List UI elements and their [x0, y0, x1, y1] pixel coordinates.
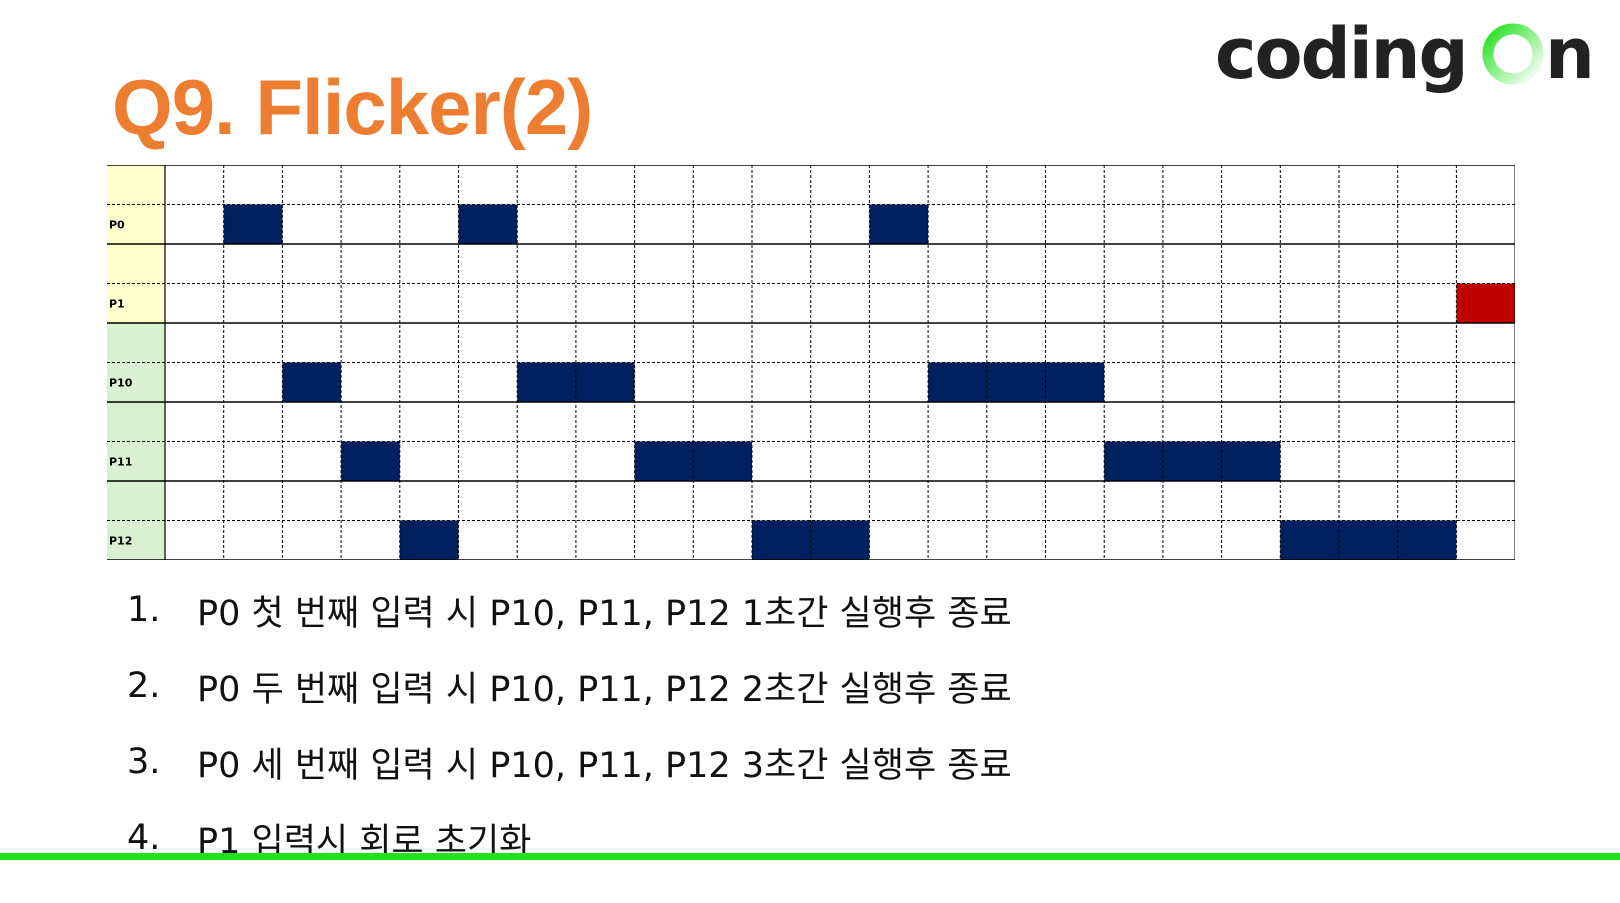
- channel-label-bg: [107, 244, 165, 323]
- signal-bar: [928, 362, 1105, 402]
- logo-graphic: coding n: [1215, 13, 1595, 95]
- channel-label: P0: [109, 218, 125, 231]
- step-text: P0 두 번째 입력 시 P10, P11, P12 2초간 실행후 종료: [197, 669, 1012, 710]
- channel-label-bg: [107, 481, 165, 560]
- logo-text-left: coding: [1215, 13, 1467, 95]
- step-item: 4.P1 입력시 회로 초기화: [127, 800, 1012, 876]
- channel-label-bg: [107, 165, 165, 244]
- step-item: 3. P0 세 번째 입력 시 P10, P11, P12 3초간 실행후 종료: [127, 724, 1012, 800]
- signal-bar: [341, 441, 400, 481]
- logo-ring-icon: [1482, 23, 1544, 85]
- signal-bar: [458, 204, 518, 244]
- signal-bar: [1280, 520, 1457, 560]
- reset-bar: [1456, 283, 1515, 323]
- signal-bar: [282, 362, 342, 402]
- signal-bar: [223, 204, 283, 244]
- codingon-logo: coding n: [1215, 12, 1605, 102]
- signal-bar: [1104, 441, 1281, 481]
- signal-bar: [399, 520, 459, 560]
- slide-title: Q9. Flicker(2): [112, 63, 593, 151]
- channel-label-bg: [107, 402, 165, 481]
- step-text: P0 첫 번째 입력 시 P10, P11, P12 1초간 실행후 종료: [197, 593, 1012, 634]
- step-number: 1.: [127, 590, 161, 630]
- bottom-accent-bar: [0, 853, 1620, 860]
- step-number: 2.: [127, 666, 161, 706]
- steps-list: 1.P0 첫 번째 입력 시 P10, P11, P12 1초간 실행후 종료 …: [127, 572, 1012, 876]
- step-number: 3.: [127, 742, 161, 782]
- step-item: 1. P0 첫 번째 입력 시 P10, P11, P12 1초간 실행후 종료: [127, 572, 1012, 648]
- step-number: 4.: [127, 818, 161, 858]
- signal-bar: [869, 204, 929, 244]
- channel-label: P12: [109, 534, 132, 547]
- step-text: P0 세 번째 입력 시 P10, P11, P12 3초간 실행후 종료: [197, 745, 1012, 786]
- channel-label: P10: [109, 376, 133, 389]
- channel-label: P1: [109, 297, 125, 310]
- step-item: 2. P0 두 번째 입력 시 P10, P11, P12 2초간 실행후 종료: [127, 648, 1012, 724]
- logo-text-right: n: [1545, 13, 1595, 95]
- channel-label-bg: [107, 323, 165, 402]
- channel-label: P11: [109, 455, 132, 468]
